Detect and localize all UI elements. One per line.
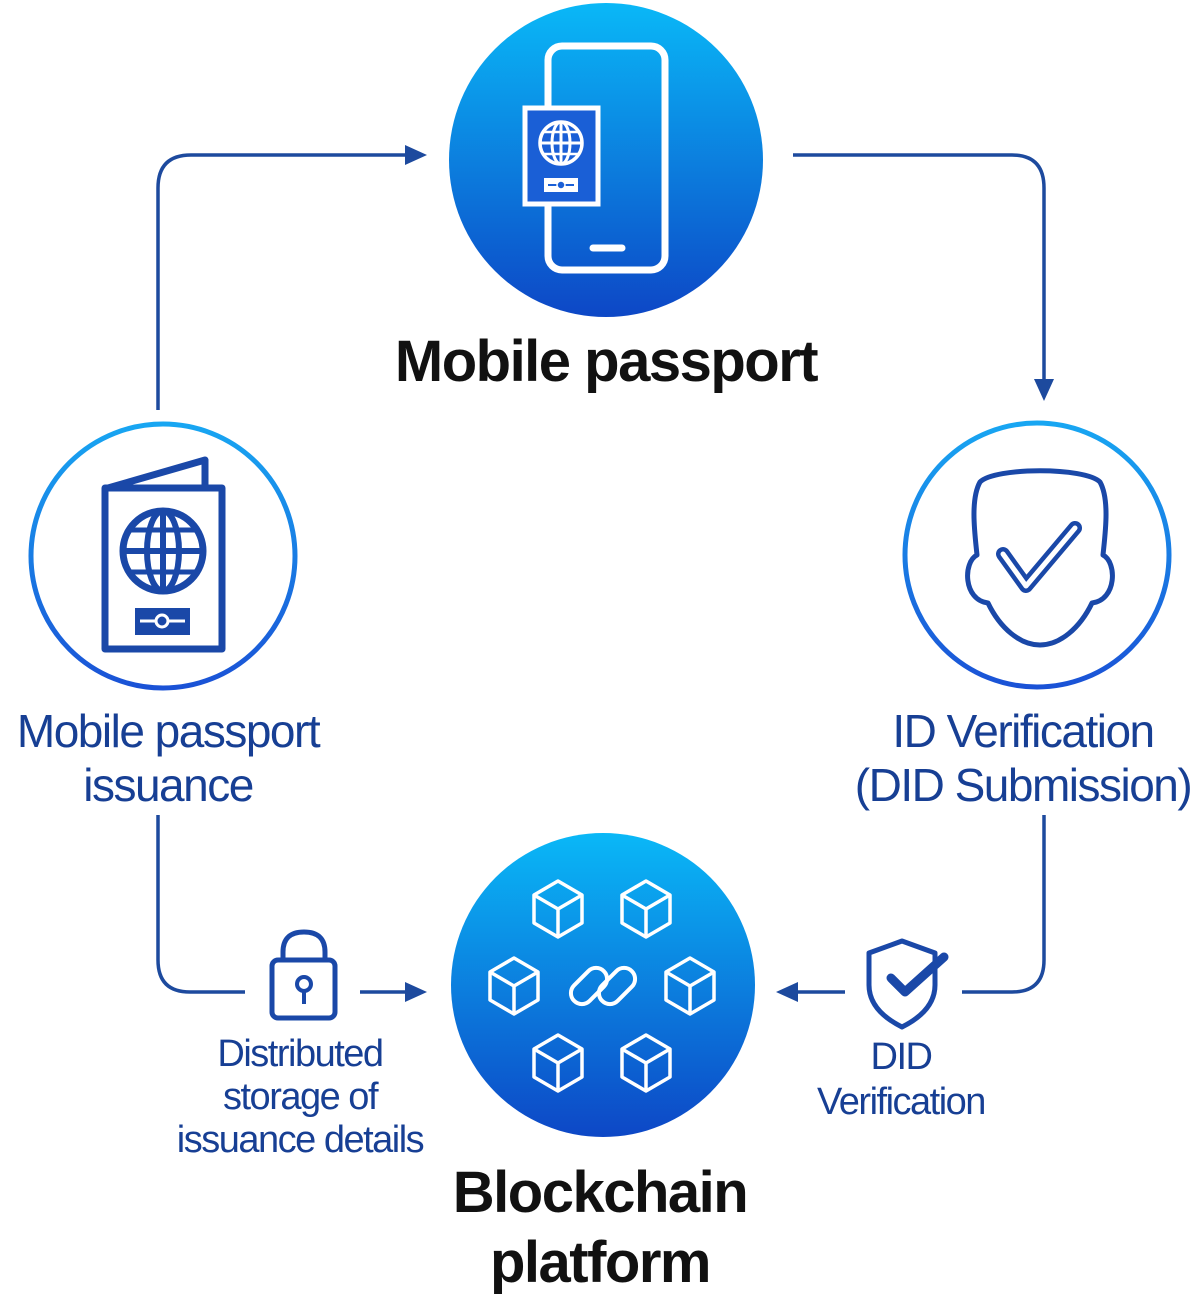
issuance-label-line2: issuance	[83, 759, 254, 811]
smartphone-passport-icon	[522, 42, 669, 274]
id-verification-label-line1: ID Verification	[892, 705, 1155, 757]
id-verification-label: ID Verification (DID Submission)	[846, 704, 1200, 812]
passport-book-icon	[101, 456, 226, 653]
storage-label-line3: issuance details	[176, 1119, 425, 1161]
issuance-label-line1: Mobile passport	[16, 705, 321, 757]
did-verification-label: DID Verification	[790, 1035, 1012, 1125]
distributed-storage-label: Distributed storage of issuance details	[150, 1033, 450, 1162]
blockchain-node	[451, 833, 755, 1137]
connector-issuance-to-blockchain	[156, 815, 427, 1002]
did-verification-label-line1: DID	[870, 1036, 933, 1078]
blockchain-label-line2: platform	[490, 1230, 712, 1295]
blockchain-cubes-icon	[488, 879, 716, 1093]
padlock-icon	[269, 929, 338, 1021]
connector-issuance-to-mobile	[156, 145, 427, 410]
issuance-node	[28, 421, 298, 691]
issuance-label: Mobile passport issuance	[0, 704, 336, 812]
mobile-passport-node	[449, 3, 763, 317]
id-verification-node	[902, 420, 1172, 690]
storage-label-line1: Distributed	[217, 1033, 384, 1075]
mobile-passport-title: Mobile passport	[394, 329, 819, 394]
connector-mobile-to-verification	[793, 153, 1054, 401]
storage-label-line2: storage of	[223, 1076, 379, 1118]
face-check-icon	[965, 468, 1115, 648]
blockchain-label-line1: Blockchain	[452, 1160, 749, 1225]
chain-link-icon	[568, 965, 638, 1007]
did-verification-label-line2: Verification	[817, 1081, 986, 1123]
id-verification-label-line2: (DID Submission)	[854, 759, 1193, 811]
shield-check-icon	[866, 938, 949, 1030]
blockchain-platform-label: Blockchain platform	[400, 1158, 800, 1298]
connector-verification-to-blockchain	[776, 815, 1046, 1002]
